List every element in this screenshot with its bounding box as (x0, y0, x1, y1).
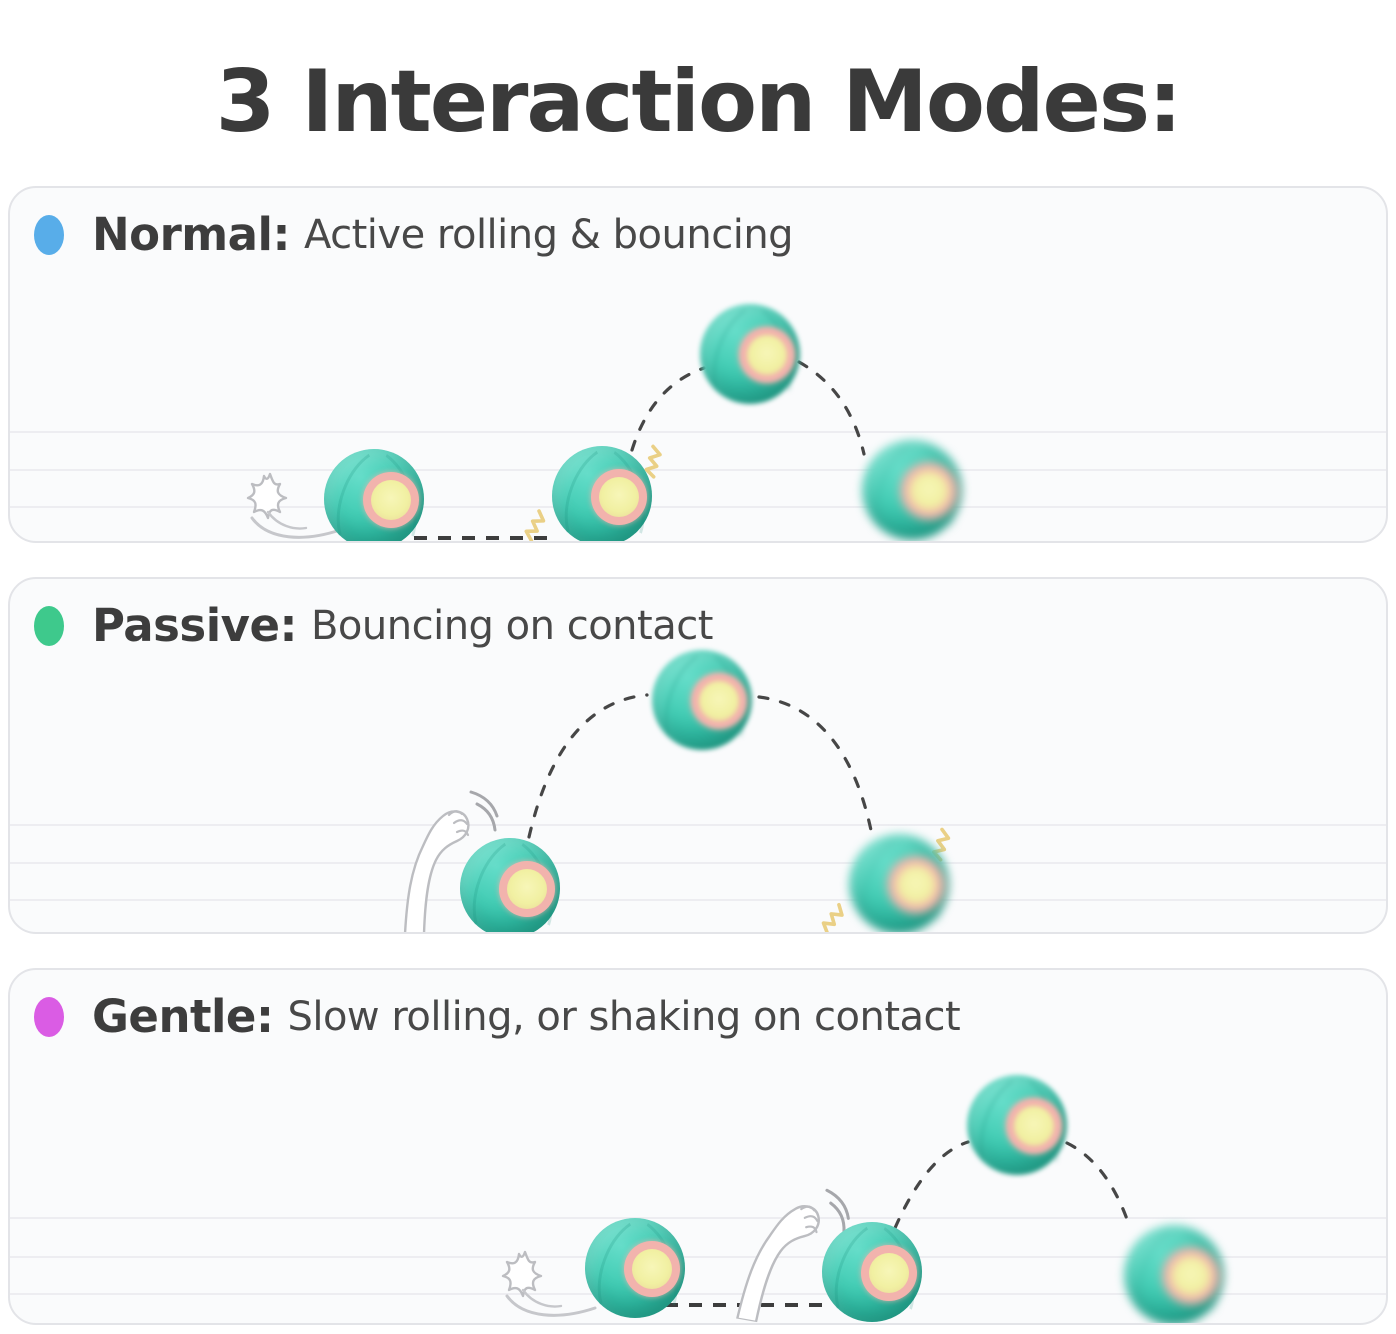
smart-ball-start (585, 1218, 685, 1318)
ball-lens (624, 1241, 680, 1297)
mode-panel-gentle: Gentle: Slow rolling, or shaking on cont… (8, 968, 1388, 1325)
ball-lens (901, 463, 957, 519)
ball-lens (861, 1245, 917, 1301)
floor-line (10, 1293, 1386, 1295)
smart-ball-peak (700, 304, 800, 404)
smart-ball-rolling (552, 446, 652, 541)
floor-line (10, 1217, 1386, 1219)
mode-panel-normal: Normal: Active rolling & bouncing (8, 186, 1388, 543)
ball-lens (499, 861, 555, 917)
mode-description: Active rolling & bouncing (303, 211, 794, 258)
cat-paw-icon (403, 790, 499, 932)
mode-color-dot (34, 214, 64, 255)
mode-color-dot (34, 996, 64, 1037)
impact-zigzag-icon (821, 902, 844, 932)
smart-ball-landing (849, 834, 949, 932)
smart-ball-landing (862, 440, 962, 540)
motion-swoosh-icon (246, 472, 342, 539)
mode-header-passive: Passive: Bouncing on contact (34, 599, 713, 652)
cat-paw-icon (736, 1188, 850, 1323)
ball-lens (888, 857, 944, 913)
floor-line (10, 431, 1386, 433)
smart-ball-start (324, 449, 424, 541)
ball-lens (1163, 1248, 1219, 1304)
mode-label: Normal: (92, 208, 290, 261)
mode-header-gentle: Gentle: Slow rolling, or shaking on cont… (34, 990, 961, 1043)
mode-label: Gentle: (92, 990, 274, 1043)
gentle-scene (10, 970, 1386, 1323)
ball-lens (591, 469, 647, 525)
bounce-arc-up (630, 366, 706, 452)
floor-line (10, 862, 1386, 864)
floor-line (10, 506, 1386, 508)
ball-lens (363, 472, 419, 528)
floor-line (10, 824, 1386, 826)
bounce-arc-down (1065, 1141, 1130, 1224)
mode-header-normal: Normal: Active rolling & bouncing (34, 208, 794, 261)
bounce-arc-down (757, 695, 874, 837)
ball-lens (1006, 1098, 1062, 1154)
mode-description: Slow rolling, or shaking on contact (287, 993, 961, 1040)
motion-swoosh-icon (501, 1250, 597, 1317)
floor-line (10, 469, 1386, 471)
smart-ball-contact (822, 1222, 922, 1322)
smart-ball-start (460, 838, 560, 932)
ball-lens (739, 327, 795, 383)
floor-line (10, 899, 1386, 901)
smart-ball-landing (1124, 1225, 1224, 1323)
impact-zigzag-icon (524, 509, 546, 541)
normal-scene (10, 188, 1386, 541)
mode-color-dot (34, 605, 64, 646)
impact-zigzag-icon (644, 444, 662, 479)
bounce-arc-down (797, 360, 866, 456)
mode-panel-passive: Passive: Bouncing on contact (8, 577, 1388, 934)
page-title: 3 Interaction Modes: (215, 51, 1183, 152)
ball-lens (691, 673, 747, 729)
smart-ball-peak (652, 650, 752, 750)
bounce-arc-up (527, 693, 649, 839)
bounce-arc-up (893, 1140, 970, 1230)
mode-description: Bouncing on contact (310, 602, 713, 649)
smart-ball-peak (967, 1075, 1067, 1175)
floor-line (10, 1256, 1386, 1258)
mode-label: Passive: (92, 599, 297, 652)
bounce-trajectory (527, 693, 874, 839)
passive-scene (10, 579, 1386, 932)
